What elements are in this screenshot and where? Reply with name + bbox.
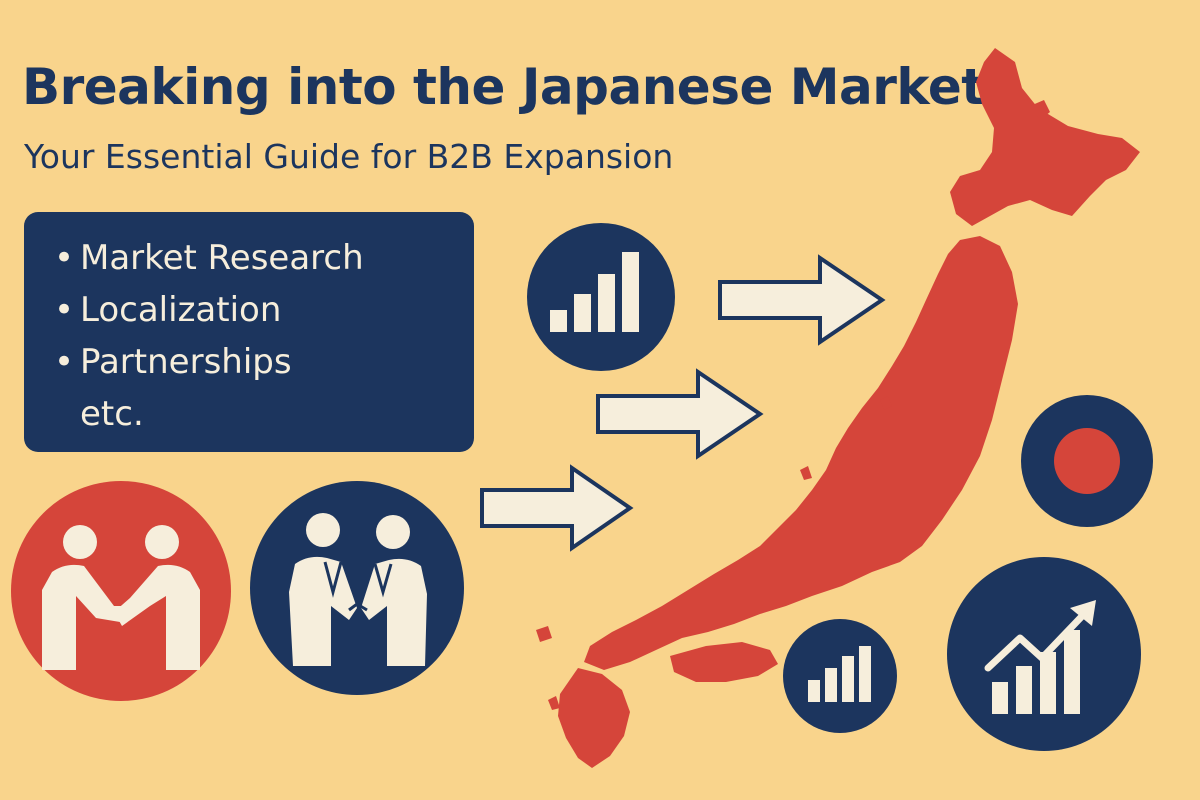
bullet-label: Market Research (80, 238, 364, 278)
bullet-label: Partnerships (80, 342, 292, 382)
bar-chart-icon (783, 619, 897, 733)
bullet-item-market-research: •Market Research (54, 232, 474, 284)
bullet-item-localization: •Localization (54, 284, 474, 336)
bullet-list: •Market Research •Localization •Partners… (24, 212, 474, 440)
bullet-label: etc. (80, 394, 144, 434)
growth-chart-icon (947, 557, 1141, 751)
bullet-dot: • (54, 290, 75, 330)
japan-flag-icon (1021, 395, 1153, 527)
bullet-dot: • (54, 238, 75, 278)
arrow-right-icon (596, 368, 764, 460)
bullet-item-partnerships: •Partnerships (54, 336, 474, 388)
page-subtitle: Your Essential Guide for B2B Expansion (24, 137, 674, 176)
bullet-box: •Market Research •Localization •Partners… (24, 212, 474, 452)
handshake-icon (11, 481, 231, 701)
bar-chart-icon (527, 223, 675, 371)
page-title: Breaking into the Japanese Market (22, 58, 985, 116)
business-handshake-icon (250, 481, 464, 695)
arrow-right-icon (480, 464, 634, 552)
bullet-label: Localization (80, 290, 282, 330)
bullet-dot: • (54, 342, 75, 382)
bullet-item-etc: etc. (54, 388, 474, 440)
arrow-right-icon (718, 254, 886, 346)
